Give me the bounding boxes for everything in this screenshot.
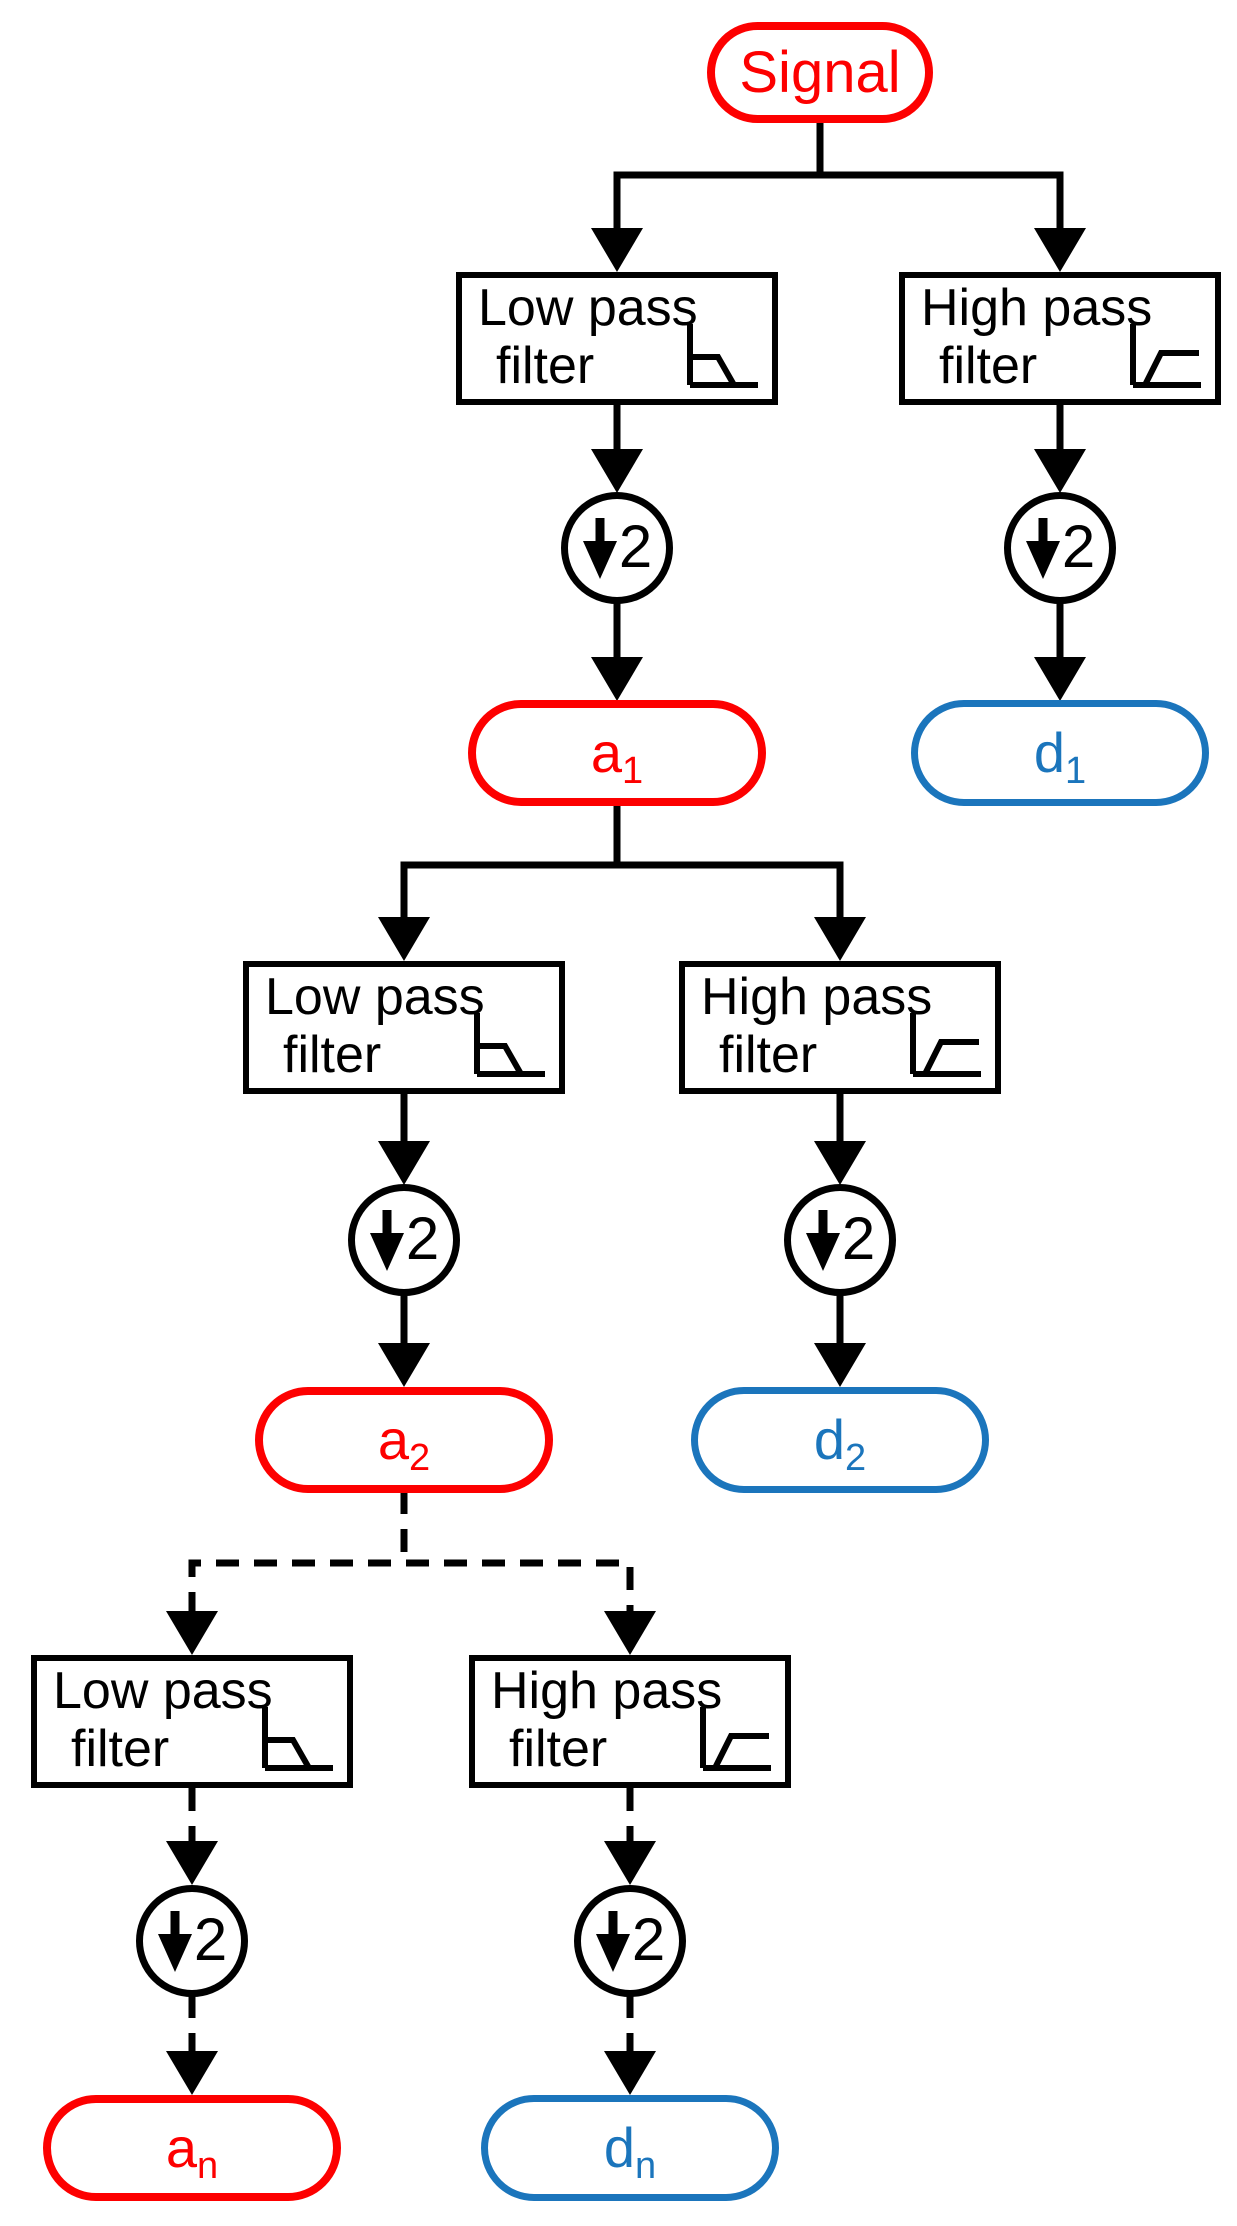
detail-label: d2 (814, 1412, 866, 1478)
downsample-circle: 2 (784, 1184, 896, 1296)
down-arrow-icon (595, 1911, 630, 1972)
downsample-factor: 2 (841, 1205, 876, 1272)
downsample-circle: 2 (561, 492, 673, 604)
down-arrow-icon (157, 1911, 192, 1972)
coef-base: a (377, 1408, 409, 1471)
low-pass-response-icon (262, 1707, 333, 1771)
detail-node-dn: dn (481, 2095, 779, 2201)
approx-label: a1 (591, 725, 643, 791)
downsample-factor: 2 (1061, 513, 1096, 580)
level3-dashed-connectors (188, 1491, 634, 2055)
approx-node-an: an (43, 2095, 341, 2201)
detail-label: dn (604, 2120, 656, 2186)
downsample-factor: 2 (618, 513, 653, 580)
detail-label: d1 (1034, 725, 1086, 791)
signal-node: Signal (707, 22, 933, 123)
detail-node-d2: d2 (691, 1387, 989, 1493)
signal-label: Signal (739, 39, 901, 105)
coef-base: a (590, 721, 622, 784)
downsample-circle: 2 (1004, 492, 1116, 604)
coef-base: d (1033, 721, 1065, 784)
filter-label-line2: filter (283, 1026, 382, 1084)
filter-label-line1: High pass (701, 968, 933, 1026)
downsample-factor: 2 (405, 1205, 440, 1272)
approx-label: an (166, 2120, 218, 2186)
low-pass-filter-box-level2: Low pass filter (243, 961, 565, 1094)
down-arrow-icon (369, 1210, 404, 1271)
downsample-circle: 2 (136, 1885, 248, 1997)
high-pass-filter-box-level2: High pass filter (679, 961, 1001, 1094)
level1-connectors (613, 121, 1064, 661)
high-pass-filter-box-level1: High pass filter (899, 272, 1221, 405)
high-pass-response-icon (910, 1013, 981, 1077)
approx-node-a2: a2 (255, 1387, 553, 1493)
coef-base: d (603, 2116, 635, 2179)
approx-label: a2 (378, 1412, 430, 1478)
high-pass-response-icon (1130, 324, 1201, 388)
downsample-factor: 2 (631, 1906, 666, 1973)
down-arrow-icon (1025, 518, 1060, 579)
downsample-circle: 2 (574, 1885, 686, 1997)
filter-label-line2: filter (71, 1720, 170, 1778)
downsample-factor: 2 (193, 1906, 228, 1973)
level2-connectors (400, 804, 844, 1347)
arrowheads (166, 228, 1086, 2095)
low-pass-response-icon (474, 1013, 545, 1077)
high-pass-response-icon (700, 1707, 771, 1771)
down-arrow-icon (582, 518, 617, 579)
coef-subscript: 2 (845, 1437, 867, 1479)
filter-label-line2: filter (496, 337, 595, 395)
filter-label-line2: filter (719, 1026, 818, 1084)
coef-subscript: 1 (1065, 750, 1087, 792)
coef-base: a (165, 2116, 197, 2179)
filter-label-line1: Low pass (53, 1662, 273, 1720)
coef-base: d (813, 1408, 845, 1471)
coef-subscript: 1 (622, 750, 644, 792)
filter-label-line2: filter (939, 337, 1038, 395)
filter-label-line1: Low pass (478, 279, 698, 337)
downsample-circle: 2 (348, 1184, 460, 1296)
coef-subscript: n (635, 2145, 657, 2187)
detail-node-d1: d1 (911, 700, 1209, 806)
filter-label-line1: Low pass (265, 968, 485, 1026)
low-pass-response-icon (687, 324, 758, 388)
high-pass-filter-box-leveln: High pass filter (469, 1655, 791, 1788)
filter-label-line1: High pass (921, 279, 1153, 337)
filter-label-line2: filter (509, 1720, 608, 1778)
coef-subscript: 2 (409, 1437, 431, 1479)
coef-subscript: n (197, 2145, 219, 2187)
low-pass-filter-box-leveln: Low pass filter (31, 1655, 353, 1788)
low-pass-filter-box-level1: Low pass filter (456, 272, 778, 405)
filter-label-line1: High pass (491, 1662, 723, 1720)
approx-node-a1: a1 (468, 700, 766, 806)
down-arrow-icon (805, 1210, 840, 1271)
